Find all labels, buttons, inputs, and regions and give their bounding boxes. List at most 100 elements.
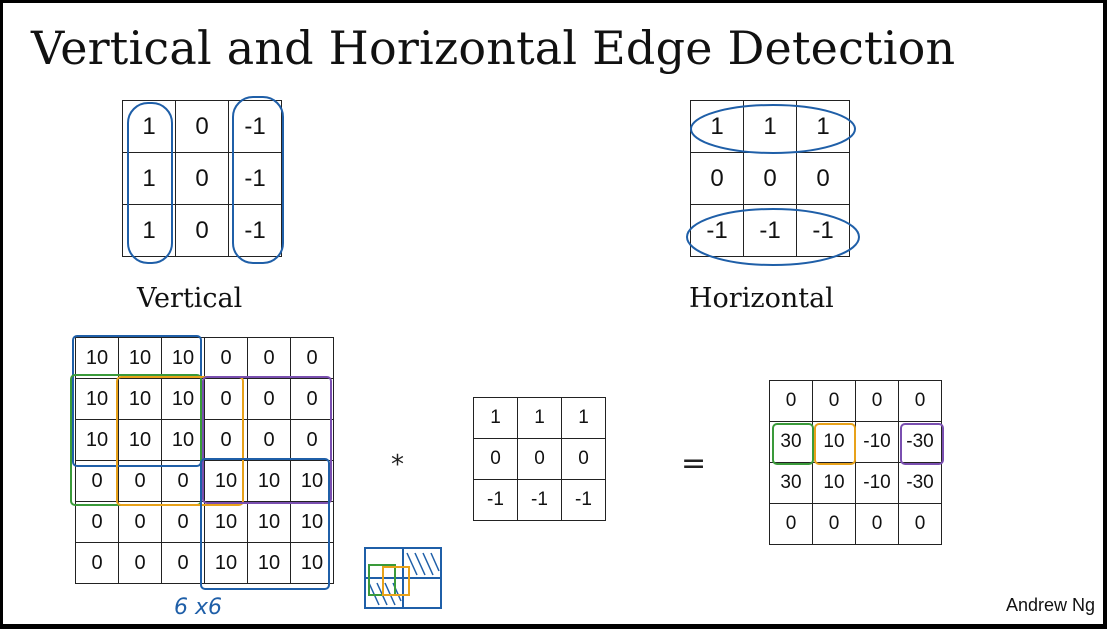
equals-sign: =	[681, 446, 707, 481]
matrix-cell: 0	[517, 438, 562, 480]
matrix-cell: 1	[561, 397, 606, 439]
matrix-cell: 0	[855, 503, 899, 545]
matrix-cell: 10	[290, 501, 334, 543]
matrix-cell: 10	[75, 378, 119, 420]
matrix-cell: 10	[247, 542, 291, 584]
matrix-cell: -10	[855, 421, 899, 463]
horizontal-filter-label: Horizontal	[689, 283, 834, 314]
matrix-cell: 0	[247, 378, 291, 420]
matrix-cell: -1	[228, 100, 282, 153]
matrix-row: 10 10 10 0 0 0	[75, 337, 334, 379]
matrix-cell: 0	[473, 438, 518, 480]
matrix-cell: 10	[161, 378, 205, 420]
matrix-cell: 1	[517, 397, 562, 439]
matrix-cell: -10	[855, 462, 899, 504]
matrix-cell: 0	[690, 152, 744, 205]
matrix-cell: 10	[204, 460, 248, 502]
matrix-cell: -1	[690, 204, 744, 257]
matrix-row: 1 0 -1	[122, 204, 282, 257]
matrix-row: 1 1 1	[690, 100, 850, 153]
matrix-cell: 0	[561, 438, 606, 480]
matrix-cell: -30	[898, 421, 942, 463]
matrix-cell: 0	[204, 337, 248, 379]
slide-title: Vertical and Horizontal Edge Detection	[31, 21, 956, 75]
matrix-cell: 0	[75, 460, 119, 502]
matrix-cell: 0	[118, 460, 162, 502]
matrix-cell: 10	[290, 460, 334, 502]
matrix-cell: 10	[75, 419, 119, 461]
matrix-row: 30 10 -10 -30	[769, 421, 942, 463]
matrix-cell: 0	[175, 204, 229, 257]
matrix-cell: 0	[118, 501, 162, 543]
matrix-cell: 0	[898, 380, 942, 422]
slide: Vertical and Horizontal Edge Detection 1…	[3, 3, 1103, 624]
matrix-cell: 10	[118, 337, 162, 379]
matrix-row: 0 0 0	[690, 152, 850, 205]
matrix-cell: 0	[175, 100, 229, 153]
matrix-cell: -1	[228, 152, 282, 205]
matrix-cell: 0	[769, 503, 813, 545]
image-size-note: 6 x6	[174, 595, 223, 620]
matrix-cell: 0	[75, 542, 119, 584]
matrix-cell: -1	[473, 479, 518, 521]
image-sketch-icon	[364, 547, 442, 609]
matrix-row: 0 0 0	[473, 438, 606, 480]
output-matrix: 0 0 0 0 30 10 -10 -30 30 10 -10 -30 0 0 …	[769, 380, 942, 545]
vertical-filter-matrix: 1 0 -1 1 0 -1 1 0 -1	[122, 100, 282, 257]
matrix-row: 1 1 1	[473, 397, 606, 439]
matrix-cell: 1	[473, 397, 518, 439]
matrix-cell: 10	[118, 378, 162, 420]
kernel-matrix: 1 1 1 0 0 0 -1 -1 -1	[473, 397, 606, 521]
matrix-row: -1 -1 -1	[473, 479, 606, 521]
matrix-cell: 0	[290, 378, 334, 420]
horizontal-filter-matrix: 1 1 1 0 0 0 -1 -1 -1	[690, 100, 850, 257]
matrix-row: 1 0 -1	[122, 152, 282, 205]
matrix-cell: 0	[796, 152, 850, 205]
matrix-cell: -1	[517, 479, 562, 521]
matrix-row: 0 0 0 10 10 10	[75, 460, 334, 502]
matrix-cell: 10	[161, 419, 205, 461]
matrix-cell: 1	[122, 204, 176, 257]
matrix-row: 0 0 0 10 10 10	[75, 501, 334, 543]
matrix-cell: 30	[769, 421, 813, 463]
matrix-cell: 10	[247, 460, 291, 502]
matrix-cell: -1	[743, 204, 797, 257]
matrix-cell: 1	[743, 100, 797, 153]
matrix-cell: 10	[247, 501, 291, 543]
matrix-cell: 0	[290, 419, 334, 461]
matrix-cell: 1	[122, 100, 176, 153]
matrix-cell: 0	[161, 501, 205, 543]
matrix-row: 0 0 0 0	[769, 503, 942, 545]
matrix-row: -1 -1 -1	[690, 204, 850, 257]
matrix-cell: 30	[769, 462, 813, 504]
matrix-cell: 1	[690, 100, 744, 153]
matrix-cell: 1	[796, 100, 850, 153]
matrix-cell: 0	[75, 501, 119, 543]
matrix-cell: 0	[290, 337, 334, 379]
matrix-row: 1 0 -1	[122, 100, 282, 153]
matrix-row: 0 0 0 10 10 10	[75, 542, 334, 584]
convolution-operator: *	[391, 450, 404, 480]
matrix-cell: -30	[898, 462, 942, 504]
vertical-filter-label: Vertical	[137, 283, 243, 314]
matrix-cell: 10	[204, 501, 248, 543]
matrix-cell: 0	[898, 503, 942, 545]
matrix-cell: 0	[247, 419, 291, 461]
matrix-cell: 0	[247, 337, 291, 379]
matrix-cell: 10	[812, 462, 856, 504]
matrix-cell: 10	[161, 337, 205, 379]
matrix-cell: 10	[290, 542, 334, 584]
matrix-cell: 0	[769, 380, 813, 422]
matrix-cell: 1	[122, 152, 176, 205]
matrix-row: 10 10 10 0 0 0	[75, 378, 334, 420]
author-credit: Andrew Ng	[1005, 595, 1095, 615]
matrix-cell: -1	[796, 204, 850, 257]
matrix-cell: 0	[161, 460, 205, 502]
input-image-matrix: 10 10 10 0 0 0 10 10 10 0 0 0 10 10 10 0…	[75, 337, 334, 584]
matrix-cell: -1	[228, 204, 282, 257]
matrix-row: 30 10 -10 -30	[769, 462, 942, 504]
matrix-cell: 0	[812, 503, 856, 545]
matrix-cell: 0	[204, 419, 248, 461]
matrix-cell: 10	[75, 337, 119, 379]
matrix-row: 10 10 10 0 0 0	[75, 419, 334, 461]
